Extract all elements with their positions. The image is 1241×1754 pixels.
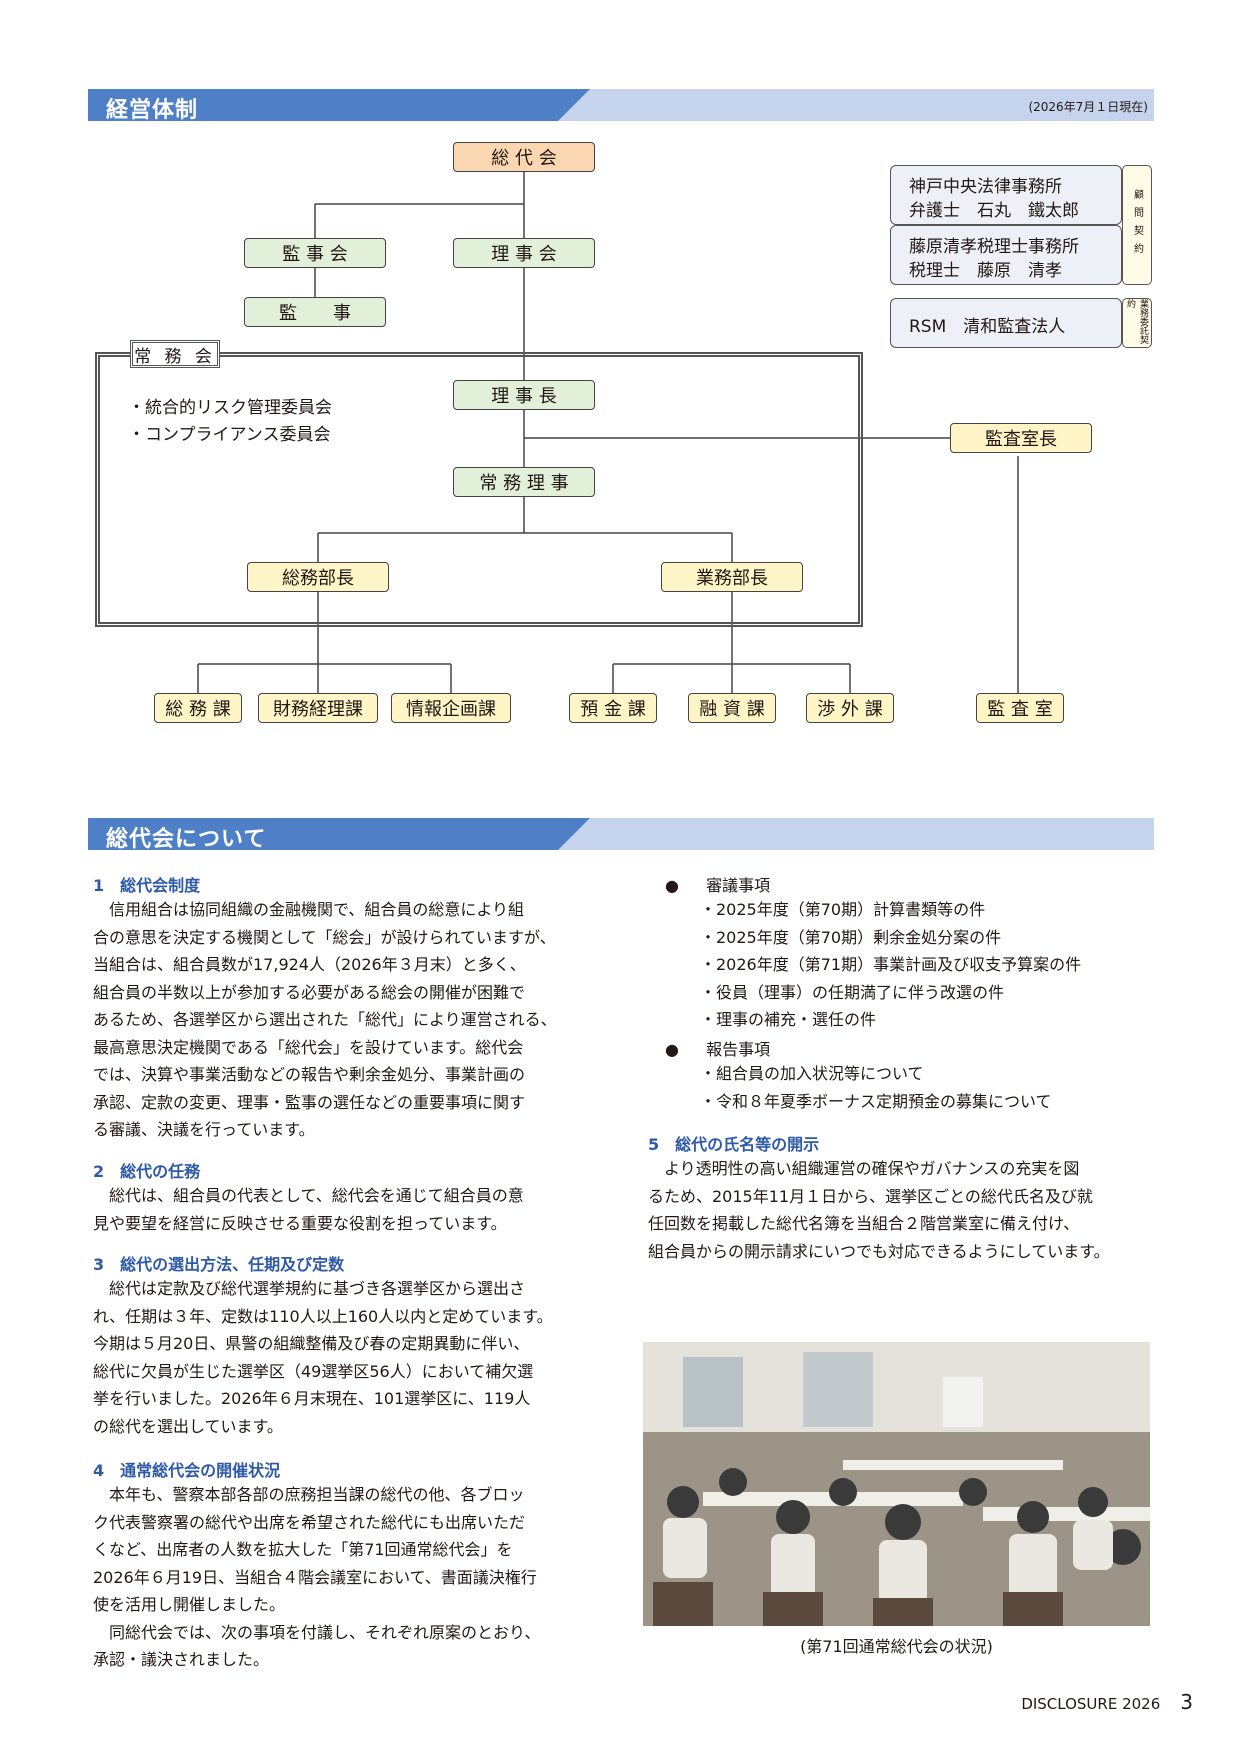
node-chairman: 理 事 長 xyxy=(453,380,595,410)
tax-firm-name: 藤原清孝税理士事務所 xyxy=(909,237,1079,257)
org-chart-lines xyxy=(197,172,1019,693)
bullet-deliberation-label: 審議事項 xyxy=(706,876,771,895)
node-info-planning-section: 情報企画課 xyxy=(391,693,511,723)
bullet-deliberation: ● 審議事項 xyxy=(665,872,770,896)
as-of-date: (2026年7月１日現在) xyxy=(1028,100,1148,114)
heading-1: 1 総代会制度 xyxy=(93,876,201,895)
node-general-affairs-section: 総 務 課 xyxy=(154,693,242,723)
node-outreach-section: 渉 外 課 xyxy=(806,693,894,723)
bullet-report: ● 報告事項 xyxy=(665,1036,770,1060)
node-finance-section: 財務経理課 xyxy=(258,693,378,723)
audit-firm-name: RSM 清和監査法人 xyxy=(909,317,1066,337)
committee-compliance: ・コンプライアンス委員会 xyxy=(128,425,331,445)
paragraph-4: 本年も、警察本部各部の庶務担当課の総代の他、各ブロッ ク代表警察署の総代や出席を… xyxy=(93,1485,541,1669)
heading-3: 3 総代の選出方法、任期及び定数 xyxy=(93,1255,345,1274)
advisor-law-firm: 神戸中央法律事務所 弁護士 石丸 鐵太郎 xyxy=(890,165,1122,225)
footer-label: DISCLOSURE 2026 xyxy=(1021,1695,1161,1713)
executive-committee-label: 常 務 会 xyxy=(130,340,220,368)
node-managing-director: 常 務 理 事 xyxy=(453,467,595,497)
tax-accountant-name: 税理士 藤原 清孝 xyxy=(909,261,1062,281)
bullet-report-label: 報告事項 xyxy=(706,1040,771,1059)
section-header-management: 経営体制 (2026年7月１日現在) xyxy=(88,89,1154,123)
report-items: ・組合員の加入状況等について ・令和８年夏季ボーナス定期預金の募集について xyxy=(700,1064,1052,1111)
bullet-dot-icon: ● xyxy=(665,1040,679,1059)
lawyer-name: 弁護士 石丸 鐵太郎 xyxy=(909,201,1079,221)
advisory-contract-tag: 顧問契約 xyxy=(1122,165,1152,285)
heading-5: 5 総代の氏名等の開示 xyxy=(648,1135,820,1154)
node-deposit-section: 預 金 課 xyxy=(569,693,657,723)
paragraph-1: 信用組合は協同組織の金融機関で、組合員の総意により組 合の意思を決定する機関とし… xyxy=(93,900,557,1139)
node-auditor: 監 事 xyxy=(244,297,386,327)
paragraph-5: より透明性の高い組織運営の確保やガバナンスの充実を図 るため、2015年11月１… xyxy=(648,1159,1110,1261)
law-firm-name: 神戸中央法律事務所 xyxy=(909,177,1062,197)
outsourcing-contract-tag: 業務委託契約 xyxy=(1122,298,1152,348)
section-title: 総代会について xyxy=(106,827,267,852)
section-header-assembly: 総代会について xyxy=(88,818,1154,852)
page-footer: DISCLOSURE 2026 3 xyxy=(1021,1690,1193,1714)
node-loan-section: 融 資 課 xyxy=(688,693,776,723)
assembly-photo-illustration xyxy=(643,1342,1150,1626)
page-number: 3 xyxy=(1180,1690,1193,1714)
paragraph-2: 総代は、組合員の代表として、総代会を通じて組合員の意 見や要望を経営に反映させる… xyxy=(93,1186,524,1233)
assembly-photo xyxy=(643,1342,1150,1626)
advisor-audit-firm: RSM 清和監査法人 xyxy=(890,298,1122,348)
node-board-of-directors: 理 事 会 xyxy=(453,238,595,268)
node-general-affairs-manager: 総務部長 xyxy=(247,562,389,592)
deliberation-items: ・2025年度（第70期）計算書類等の件 ・2025年度（第70期）剰余金処分案… xyxy=(700,900,1082,1029)
bullet-dot-icon: ● xyxy=(665,876,679,895)
node-operations-manager: 業務部長 xyxy=(661,562,803,592)
node-general-assembly: 総 代 会 xyxy=(453,142,595,172)
paragraph-3: 総代は定款及び総代選挙規約に基づき各選挙区から選出さ れ、任期は３年、定数は11… xyxy=(93,1279,553,1436)
node-audit-office-chief: 監査室長 xyxy=(950,423,1092,453)
heading-4: 4 通常総代会の開催状況 xyxy=(93,1461,281,1480)
node-board-of-auditors: 監 事 会 xyxy=(244,238,386,268)
section-title: 経営体制 xyxy=(106,98,199,123)
advisor-tax-firm: 藤原清孝税理士事務所 税理士 藤原 清孝 xyxy=(890,225,1122,285)
node-audit-office: 監 査 室 xyxy=(976,693,1064,723)
committee-risk: ・統合的リスク管理委員会 xyxy=(128,398,332,418)
executive-committee-frame xyxy=(95,352,863,627)
heading-2: 2 総代の任務 xyxy=(93,1162,201,1181)
photo-caption: (第71回通常総代会の状況) xyxy=(800,1637,993,1656)
